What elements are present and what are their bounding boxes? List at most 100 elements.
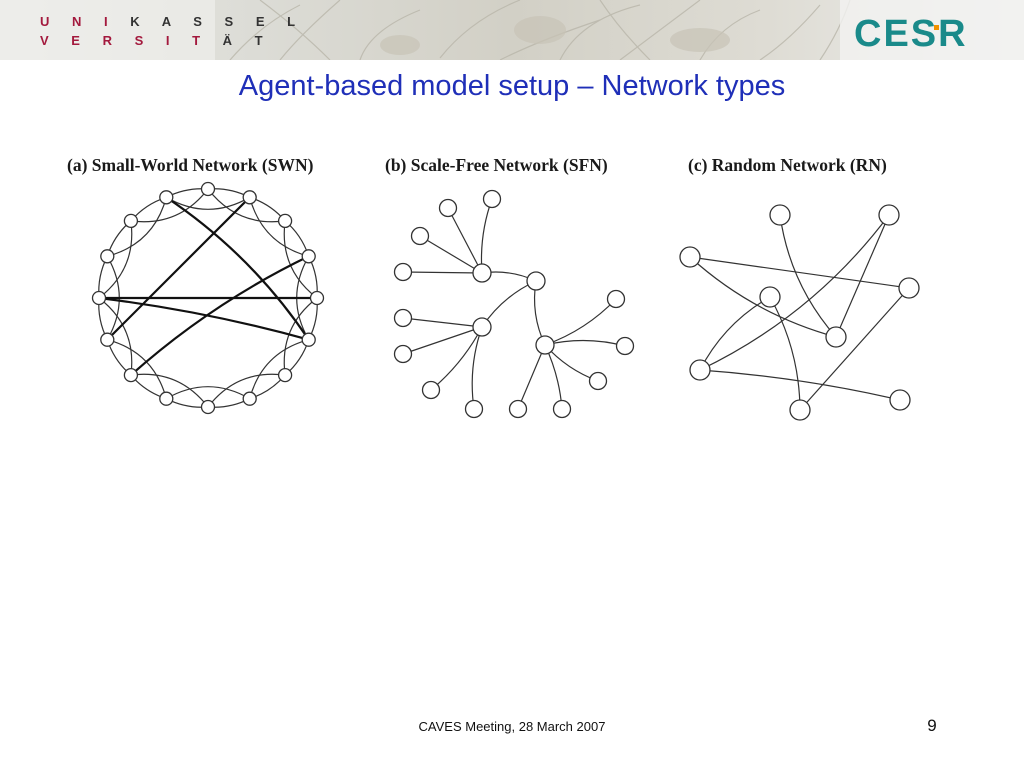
rn-node — [789, 399, 811, 421]
swn-ring-edge — [106, 220, 132, 257]
sfn-node — [393, 262, 413, 282]
sfn-node — [410, 226, 430, 246]
sfn-edge — [402, 271, 483, 274]
swn-node — [100, 249, 115, 264]
swn-shortcut-edge — [165, 196, 310, 341]
swn-ring-edge — [130, 374, 167, 400]
sfn-node — [482, 189, 502, 209]
swn-ring-edge — [166, 398, 209, 408]
sfn-edge — [481, 271, 537, 282]
swn-ring-edge — [107, 339, 167, 399]
sfn-node — [606, 289, 626, 309]
sfn-node — [472, 317, 492, 337]
swn-node — [159, 190, 174, 205]
sfn-node — [508, 399, 528, 419]
sfn-edge — [517, 344, 546, 410]
swn-ring-edge — [308, 297, 318, 340]
swn-ring-edge — [166, 386, 250, 400]
rn-edge — [689, 256, 910, 289]
random-network-diagram — [679, 204, 920, 421]
rn-node — [769, 204, 791, 226]
panel-title-scale-free: (b) Scale-Free Network (SFN) — [385, 155, 608, 175]
swn-ring-edge — [98, 220, 133, 299]
sfn-node — [421, 380, 441, 400]
swn-ring-edge — [130, 373, 209, 408]
sfn-edge — [447, 207, 483, 274]
sfn-edge — [419, 235, 483, 274]
rn-node — [825, 326, 847, 348]
swn-node — [301, 332, 316, 347]
swn-node — [242, 190, 257, 205]
swn-ring-edge — [284, 220, 310, 257]
sfn-edge — [430, 326, 483, 391]
rn-edge — [769, 296, 801, 411]
swn-ring-edge — [284, 339, 310, 376]
swn-ring-edge — [308, 256, 318, 299]
sfn-node — [526, 271, 546, 291]
sfn-edge — [544, 344, 599, 382]
swn-ring-edge — [166, 188, 209, 198]
rn-node — [898, 277, 920, 299]
swn-node — [242, 391, 257, 406]
rn-edge — [699, 296, 771, 371]
swn-ring-edge — [98, 297, 133, 376]
sfn-edge — [480, 198, 493, 274]
swn-ring-edge — [296, 256, 310, 340]
sfn-edge — [544, 298, 617, 346]
sfn-node — [552, 399, 572, 419]
rn-node — [889, 389, 911, 411]
svg-text:CESR: CESR — [854, 13, 968, 52]
swn-node — [301, 249, 316, 264]
cesr-logo: CESR — [854, 13, 968, 52]
swn-ring-edge — [98, 256, 108, 299]
university-logo-row2: V E R S I T Ä T — [40, 33, 273, 48]
rn-edge — [779, 214, 837, 338]
sfn-node — [438, 198, 458, 218]
swn-ring-edge — [130, 188, 209, 223]
slide-title: Agent-based model setup – Network types — [238, 70, 786, 102]
swn-node — [309, 290, 325, 306]
rn-node — [759, 286, 781, 308]
panel-title-random: (c) Random Network (RN) — [688, 155, 887, 175]
swn-node — [100, 332, 115, 347]
swn-ring-edge — [130, 196, 167, 222]
sfn-edge — [471, 326, 483, 410]
sfn-edge — [544, 344, 563, 410]
swn-ring-edge — [207, 373, 286, 408]
swn-shortcut-edge — [98, 296, 309, 341]
swn-node — [159, 391, 174, 406]
swn-ring-edge — [249, 339, 309, 399]
sfn-edge — [544, 339, 626, 347]
sfn-node — [472, 263, 492, 283]
swn-ring-edge — [249, 374, 286, 400]
sfn-node — [393, 308, 413, 328]
sfn-node — [588, 371, 608, 391]
swn-ring-edge — [106, 256, 120, 340]
swn-ring-edge — [166, 196, 250, 210]
rn-edge — [689, 256, 837, 338]
rn-node — [878, 204, 900, 226]
swn-ring-edge — [107, 197, 167, 257]
swn-ring-edge — [207, 398, 250, 408]
university-logo-row1: U N I K A S S E L — [40, 14, 305, 29]
swn-ring-edge — [283, 220, 318, 299]
swn-node — [200, 399, 216, 415]
sfn-node — [535, 335, 555, 355]
sfn-edge — [402, 317, 483, 328]
swn-node — [91, 290, 107, 306]
rn-edge — [835, 214, 890, 338]
page-number: 9 — [927, 716, 937, 735]
swn-ring-edge — [249, 197, 309, 257]
rn-node — [679, 246, 701, 268]
rn-edge — [699, 369, 901, 401]
swn-node — [123, 213, 139, 229]
rn-edge — [799, 287, 910, 411]
swn-ring-edge — [207, 188, 250, 198]
swn-shortcut-edge — [130, 255, 310, 376]
footer-meeting-text: CAVES Meeting, 28 March 2007 — [418, 719, 606, 734]
panel-title-small-world: (a) Small-World Network (SWN) — [67, 155, 314, 175]
swn-node — [277, 213, 293, 229]
scale-free-network-diagram — [393, 189, 635, 419]
swn-ring-edge — [283, 297, 318, 376]
swn-ring-edge — [207, 188, 286, 223]
